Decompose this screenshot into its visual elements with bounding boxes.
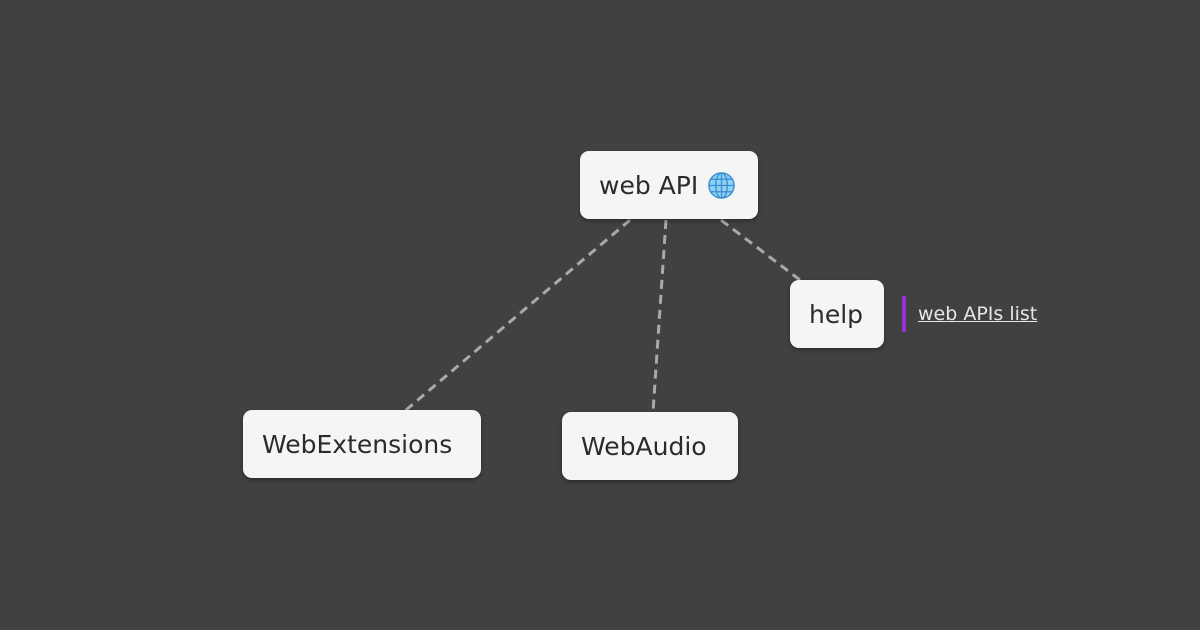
node-web-api-label: web API xyxy=(599,170,699,200)
node-webaudio[interactable]: WebAudio xyxy=(562,412,738,480)
node-webaudio-label: WebAudio xyxy=(581,431,707,461)
help-note: web APIs list xyxy=(902,296,1037,332)
edge-webapi-webaudio xyxy=(651,219,668,413)
note-accent-bar xyxy=(902,296,906,332)
edge-webapi-help xyxy=(720,218,801,282)
node-webextensions-label: WebExtensions xyxy=(262,429,453,459)
globe-icon xyxy=(707,171,736,200)
node-web-api[interactable]: web API xyxy=(580,151,758,219)
web-apis-list-link[interactable]: web APIs list xyxy=(918,303,1038,325)
node-help-label: help xyxy=(809,299,864,329)
node-help[interactable]: help xyxy=(790,280,884,348)
node-webextensions[interactable]: WebExtensions xyxy=(243,410,481,478)
edge-webapi-webextensions xyxy=(405,218,631,412)
